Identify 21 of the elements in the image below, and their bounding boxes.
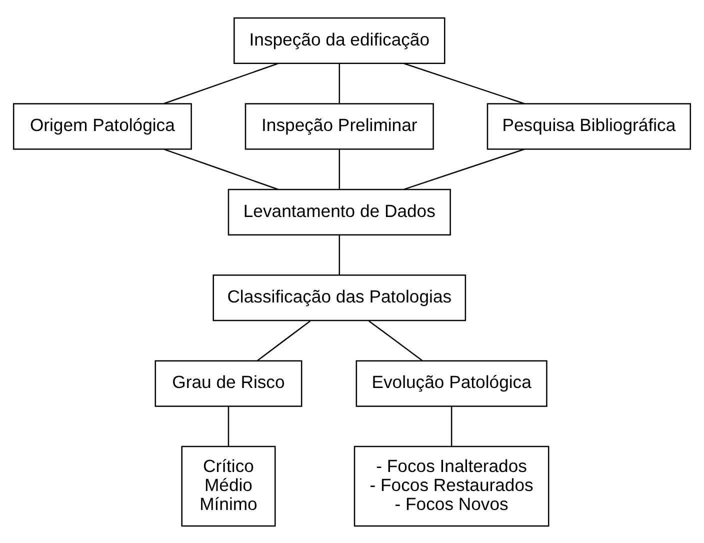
connector: [164, 148, 278, 190]
connector: [368, 320, 423, 361]
connector: [338, 149, 340, 188]
node-box: - Focos Inalterados - Focos Restaurados - Focos Novos: [354, 445, 550, 526]
connector: [404, 148, 525, 190]
connector: [404, 62, 525, 104]
node-box: Classificação das Patologias: [212, 274, 466, 321]
connector: [257, 320, 311, 361]
connector: [164, 62, 278, 104]
node-box: Pesquisa Bibliográfica: [486, 102, 692, 150]
node-box: Inspeção Preliminar: [244, 102, 434, 150]
connector: [338, 63, 340, 103]
node-box: Grau de Risco: [154, 360, 302, 406]
connector: [338, 234, 340, 274]
node-box: Evolução Patológica: [356, 360, 548, 406]
node-box: Levantamento de Dados: [228, 188, 451, 235]
connector: [228, 406, 230, 446]
node-box: Origem Patológica: [12, 102, 192, 150]
node-box: Crítico Médio Mínimo: [181, 445, 276, 526]
connector: [450, 406, 452, 446]
node-box: Inspeção da edificação: [234, 16, 446, 64]
